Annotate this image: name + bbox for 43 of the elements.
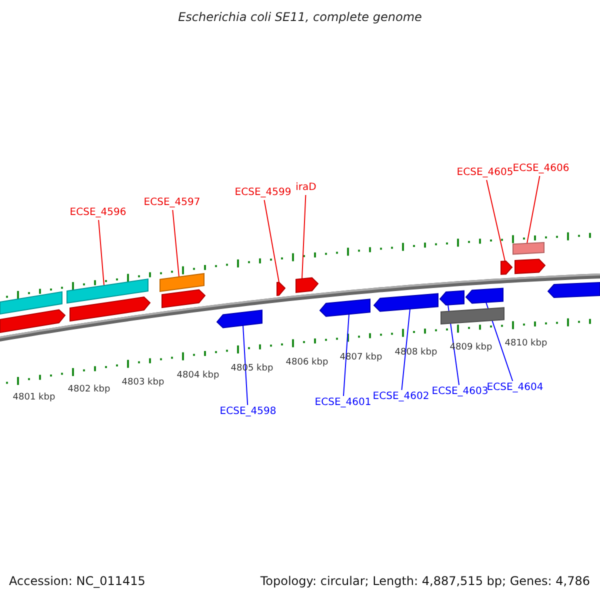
gene-label: ECSE_4603	[432, 387, 488, 397]
scale-label: 4801 kbp	[12, 394, 56, 402]
gene-bar	[547, 282, 600, 298]
feature-bar	[160, 273, 204, 292]
genome-summary-text: Topology: circular; Length: 4,887,515 bp; Genes: 4,786	[260, 575, 590, 587]
scale-label: 4803 kbp	[122, 378, 164, 388]
gene-bar	[296, 277, 319, 293]
gene-label: ECSE_4599	[234, 188, 292, 198]
feature-bar	[440, 307, 504, 324]
leader-line	[526, 176, 540, 244]
gene-bar	[319, 298, 370, 317]
accession-text: Accession: NC_011415	[9, 575, 146, 587]
leader-line	[172, 210, 180, 278]
scale-label: 4804 kbp	[176, 372, 220, 380]
leader-line	[342, 314, 350, 396]
gene-label: ECSE_4597	[144, 198, 200, 208]
feature-bar	[0, 291, 62, 315]
gene-bar	[465, 288, 504, 304]
gene-bar	[0, 309, 66, 334]
scale-label: 4802 kbp	[68, 386, 110, 394]
leader-line	[242, 324, 248, 406]
gene-label: ECSE_4602	[372, 392, 430, 402]
feature-bar	[66, 278, 148, 304]
leader-line	[486, 180, 506, 262]
leader-line	[302, 194, 306, 280]
gene-label: ECSE_4598	[220, 407, 276, 417]
gene-bar	[216, 310, 262, 328]
gene-bar	[70, 296, 151, 322]
gene-label: ECSE_4596	[70, 208, 126, 218]
gene-label: ECSE_4601	[314, 398, 372, 408]
scale-label: 4806 kbp	[286, 358, 328, 368]
chart-title: Escherichia coli SE11, complete genome	[177, 11, 423, 23]
gene-label: ECSE_4604	[486, 383, 544, 393]
leader-line	[264, 200, 280, 283]
leader-line	[98, 220, 104, 286]
gene-label: iraD	[296, 183, 316, 193]
gene-bar	[276, 282, 286, 296]
gene-label: ECSE_4605	[456, 168, 514, 178]
scale-label: 4810 kbp	[504, 340, 548, 348]
leader-line	[401, 308, 410, 390]
feature-bar	[512, 242, 544, 255]
gene-bar	[162, 289, 206, 308]
gene-label: ECSE_4606	[512, 164, 570, 174]
